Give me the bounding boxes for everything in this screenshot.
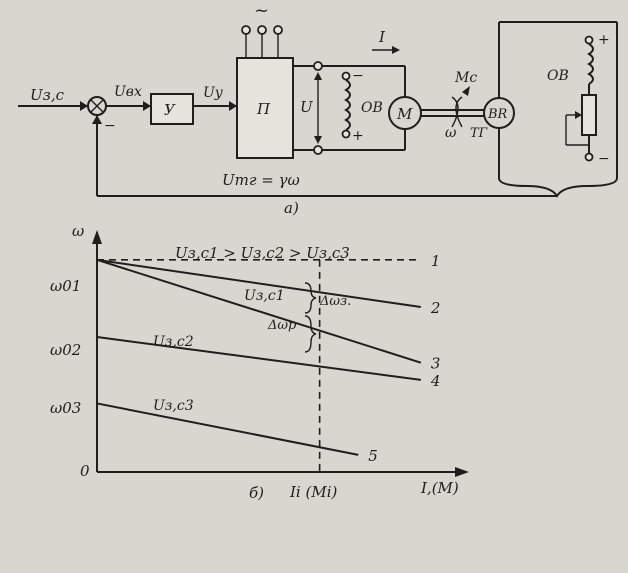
voltage-arrow-down-icon <box>314 136 322 144</box>
motor-label: М <box>396 105 413 123</box>
torque-arc <box>451 96 459 128</box>
block-diagram: Uз,с − Uвх У Uу П ~ <box>18 0 618 217</box>
feedback-arrow-icon <box>92 115 102 124</box>
terminal-top <box>313 61 323 71</box>
amplifier-block <box>150 93 194 125</box>
torque-arrow-icon <box>462 86 470 96</box>
amp-input-label: Uвх <box>114 84 142 100</box>
amp-input-arrow-icon <box>143 101 151 111</box>
delta-omega-brackets <box>304 282 317 353</box>
converter-block <box>236 57 294 159</box>
motor-field-minus: − <box>352 68 364 84</box>
series-line-2 <box>96 258 421 308</box>
motor-symbol <box>388 96 422 130</box>
current-label: I <box>378 28 386 46</box>
omega-label: ω <box>445 125 457 141</box>
diagram-a-caption: а) <box>284 199 299 217</box>
tacho-field-plus: + <box>598 32 610 48</box>
curve-label-Uzc1: Uз,с1 <box>244 288 285 304</box>
series-label-2: 2 <box>430 299 441 317</box>
series-label-4: 4 <box>430 372 441 390</box>
amp-output-arrow-icon <box>229 101 237 111</box>
input-arrow-icon <box>80 101 88 111</box>
current-arrow-icon <box>392 46 400 54</box>
chart-title: Uз,с1 > Uз,с2 > Uз,с3 <box>175 244 350 262</box>
tacho-field-label: ОВ <box>547 68 569 84</box>
y-axis-label: ω <box>72 222 84 240</box>
motor-field-winding <box>341 71 351 139</box>
curve-label-Uzc3: Uз,с3 <box>153 398 194 414</box>
y-axis-arrow-icon <box>92 230 102 244</box>
amplifier-label: У <box>164 101 176 119</box>
motor-field-plus: + <box>352 128 364 144</box>
voltage-arrow-up-icon <box>314 72 322 80</box>
ytick-label-omega02: ω02 <box>50 341 81 359</box>
series-line-3 <box>96 258 422 364</box>
input-label: Uз,с <box>30 86 65 104</box>
ac-supply-terminals <box>241 25 283 58</box>
torque-label: Мс <box>454 70 477 86</box>
x-axis-arrow-icon <box>455 467 469 477</box>
tacho-field-circuit <box>565 35 597 162</box>
annotation-delta-omega-z: Δωз. <box>319 294 351 309</box>
x-axis-label: I,(М) <box>420 479 459 497</box>
series-label-1: 1 <box>431 252 441 270</box>
tacho-field-minus: − <box>598 151 610 167</box>
amp-output-label: Uу <box>203 85 224 101</box>
motor-field-label: ОВ <box>361 100 383 116</box>
chart-caption: б) <box>249 484 264 502</box>
series-label-5: 5 <box>368 447 378 465</box>
series-line-5 <box>96 402 359 456</box>
annotation-delta-omega-p: Δωр <box>267 318 297 333</box>
origin-label: 0 <box>80 462 90 480</box>
xtick-label-Ii: Ii (Мi) <box>289 483 337 501</box>
speed-characteristics-chart: ω I,(М) 0 Uз,с1 > Uз,с2 > Uз,с3 б) ω01 ω… <box>50 222 469 502</box>
series-line-4 <box>96 336 421 381</box>
ytick-label-omega01: ω01 <box>50 277 81 295</box>
tachogenerator-caption: ТГ <box>470 126 488 141</box>
ac-symbol: ~ <box>254 0 269 21</box>
series-label-3: 3 <box>431 355 441 373</box>
summing-minus-sign: − <box>104 118 116 134</box>
ytick-label-omega03: ω03 <box>50 399 81 417</box>
tachogenerator-label: BR <box>487 107 508 122</box>
voltage-label: U <box>300 98 314 116</box>
rotation-arc <box>455 96 463 128</box>
feedback-label: Uтг = γω <box>222 171 300 189</box>
converter-label: П <box>256 100 271 118</box>
terminal-bottom <box>313 145 323 155</box>
